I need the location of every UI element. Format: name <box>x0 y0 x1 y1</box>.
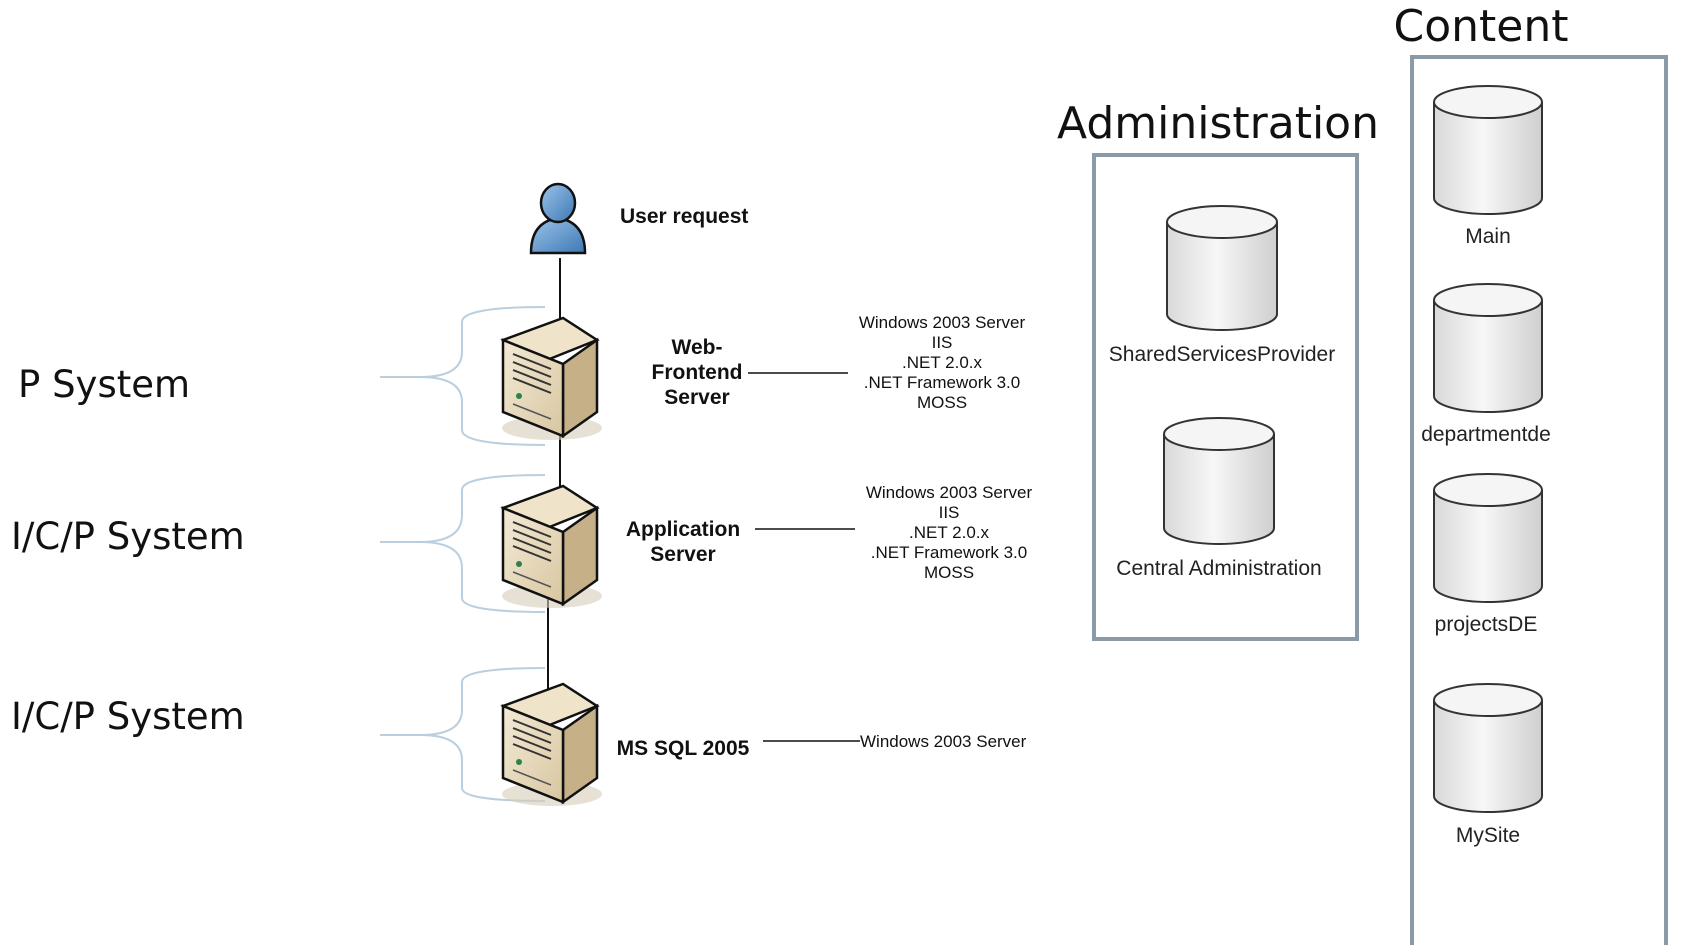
spec-line: .NET 2.0.x <box>902 353 982 372</box>
content-title: Content <box>1394 1 1569 52</box>
database-icon <box>1433 683 1543 813</box>
spec-line: Windows 2003 Server <box>860 732 1027 751</box>
spec-line: IIS <box>932 333 953 352</box>
database-icon <box>1433 85 1543 215</box>
web-frontend-label-line3: Server <box>664 386 729 409</box>
database-icon <box>1433 473 1543 603</box>
spec-line: MOSS <box>917 393 967 412</box>
spec-line: .NET Framework 3.0 <box>864 373 1021 392</box>
spec-line: IIS <box>939 503 960 522</box>
database-label-departmentde: departmentde <box>1421 423 1551 446</box>
database-label-central-admin: Central Administration <box>1116 557 1321 580</box>
server-icon-web-frontend <box>500 316 604 442</box>
user-request-label: User request <box>620 205 748 228</box>
database-label-main: Main <box>1465 225 1511 248</box>
database-label-shared-services: SharedServicesProvider <box>1109 343 1335 366</box>
administration-title: Administration <box>1057 98 1379 149</box>
brace-web-frontend <box>380 306 546 446</box>
spec-line: .NET 2.0.x <box>909 523 989 542</box>
database-icon <box>1433 283 1543 413</box>
database-label-mysite: MySite <box>1456 824 1520 847</box>
application-label-line1: Application <box>626 518 740 541</box>
application-label-line2: Server <box>650 543 715 566</box>
application-specs: Windows 2003 Server IIS .NET 2.0.x .NET … <box>866 483 1033 582</box>
brace-application <box>380 474 546 613</box>
web-frontend-label-line2: Frontend <box>652 361 743 384</box>
system-label-application: I/C/P System <box>11 515 245 558</box>
system-label-web-frontend: P System <box>18 363 190 406</box>
spec-line: .NET Framework 3.0 <box>871 543 1028 562</box>
spec-line: MOSS <box>924 563 974 582</box>
system-label-sql: I/C/P System <box>11 695 245 738</box>
web-frontend-specs: Windows 2003 Server IIS .NET 2.0.x .NET … <box>859 313 1026 412</box>
database-icon <box>1166 205 1278 331</box>
brace-sql <box>380 667 546 802</box>
spec-line: Windows 2003 Server <box>866 483 1033 502</box>
sql-label: MS SQL 2005 <box>617 737 750 760</box>
database-label-projectsde: projectsDE <box>1435 613 1538 636</box>
spec-line: Windows 2003 Server <box>859 313 1026 332</box>
web-frontend-label-line1: Web- <box>672 336 723 359</box>
user-icon <box>529 182 587 255</box>
database-icon <box>1163 417 1275 545</box>
server-icon-application <box>500 484 604 610</box>
server-icon-sql <box>500 682 604 808</box>
